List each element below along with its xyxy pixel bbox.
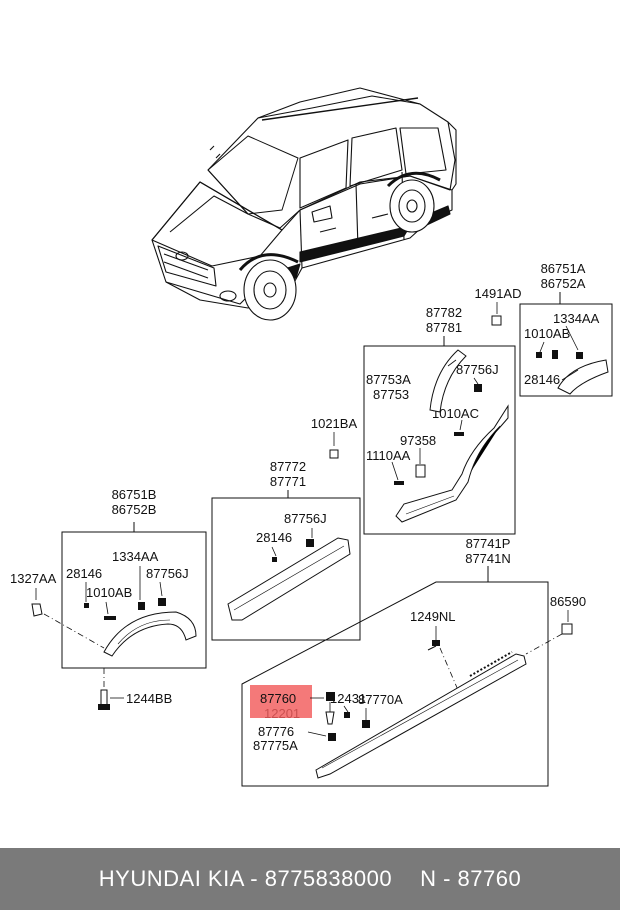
screw-12201-icon — [325, 711, 335, 725]
label-1491ad: 1491AD — [475, 286, 522, 301]
label-1249nl: 1249NL — [410, 609, 456, 624]
clip-1327aa-icon — [31, 603, 43, 617]
vehicle-illustration — [151, 87, 457, 321]
label-87756j: 87756J — [284, 511, 327, 526]
label-86752b: 86752B — [112, 502, 157, 517]
label-87741n: 87741N — [465, 551, 511, 566]
screw-icon — [552, 350, 558, 359]
wheel-arch-trim-icon — [429, 349, 467, 413]
label-1010ab: 1010AB — [524, 326, 570, 341]
screw-1110aa-icon — [394, 481, 404, 485]
clip-87760-icon — [326, 692, 335, 701]
clip-87756j-icon — [158, 598, 166, 606]
screw-1249nl-icon — [432, 640, 440, 646]
label-87760: 87760 — [260, 691, 296, 706]
label-28146: 28146 — [66, 566, 102, 581]
label-87771: 87771 — [270, 474, 306, 489]
screw-1010ab-icon — [104, 616, 116, 620]
label-1334aa: 1334AA — [553, 311, 600, 326]
label-87756j: 87756J — [456, 362, 499, 377]
nut-icon — [536, 352, 542, 358]
label-1110aa: 1110AA — [366, 448, 411, 463]
label-87772: 87772 — [270, 459, 306, 474]
footer-part-number: HYUNDAI KIA - 8775838000 — [98, 866, 393, 891]
label-28146: 28146 — [524, 372, 560, 387]
front-mudguard-icon — [103, 611, 197, 657]
clip-1491ad-icon — [491, 315, 502, 326]
screw-1010ac-icon — [454, 432, 464, 436]
group-side-sill-moulding: 87741P 87741N 1249NL 12431 87770A 12201 … — [241, 536, 549, 787]
group-front-mudguard: 86751B 86752B 1334AA 28146 87756J 1010AB — [61, 487, 207, 669]
label-1244bb: 1244BB — [126, 691, 172, 706]
footer-item-number: N - 87760 — [420, 866, 522, 891]
cap-86590-icon — [561, 623, 573, 635]
label-86751b: 86751B — [112, 487, 157, 502]
highlight-87760 — [250, 685, 312, 718]
parts-diagram: 86751A 86752A 1334AA 1010AB 28146 1491AD… — [10, 87, 613, 787]
label-87753: 87753 — [373, 387, 409, 402]
clip-icon — [576, 352, 583, 359]
bolt-1244bb-icon — [100, 689, 108, 707]
label-87781: 87781 — [426, 320, 462, 335]
clip-1021ba-icon — [329, 449, 339, 459]
label-87775a: 87775A — [253, 738, 298, 753]
label-1334aa: 1334AA — [112, 549, 159, 564]
mudguard-part-icon — [557, 359, 609, 395]
label-87756j: 87756J — [146, 566, 189, 581]
label-1327aa: 1327AA — [10, 571, 57, 586]
label-1010ab: 1010AB — [86, 585, 132, 600]
side-sill-moulding-icon — [315, 653, 527, 779]
clip-87756j-icon — [306, 539, 314, 547]
label-86590: 86590 — [550, 594, 586, 609]
nut-12431-icon — [344, 712, 350, 718]
label-28146: 28146 — [256, 530, 292, 545]
label-1010ac: 1010AC — [432, 406, 479, 421]
group-front-door-moulding: 87772 87771 87756J 28146 — [211, 459, 361, 641]
clip-1334aa-icon — [138, 602, 145, 610]
label-87770a: 87770A — [358, 692, 403, 707]
label-87782: 87782 — [426, 305, 462, 320]
group-rear-mudguard: 86751A 86752A 1334AA 1010AB 28146 — [519, 261, 613, 397]
clip-87756j-icon — [474, 384, 482, 392]
footer-bar: HYUNDAI KIA - 8775838000 N - 87760 — [0, 848, 620, 910]
label-87776: 87776 — [258, 724, 294, 739]
label-87741p: 87741P — [466, 536, 511, 551]
label-97358: 97358 — [400, 433, 436, 448]
nut-28146-icon — [272, 557, 277, 562]
clip-87776-icon — [328, 733, 336, 741]
group-rear-door-moulding: 87782 87781 87753A 87753 87756J 1010AC 9… — [363, 305, 516, 535]
label-1021ba: 1021BA — [311, 416, 358, 431]
clip-87770a-icon — [362, 720, 370, 728]
pad-97358-icon — [415, 464, 426, 478]
label-86752a: 86752A — [541, 276, 586, 291]
label-12431: 12431 — [330, 691, 366, 706]
label-86751a: 86751A — [541, 261, 586, 276]
nut-28146-icon — [84, 603, 89, 608]
label-87753a: 87753A — [366, 372, 411, 387]
front-moulding-icon — [227, 537, 351, 621]
door-moulding-icon — [395, 404, 509, 523]
